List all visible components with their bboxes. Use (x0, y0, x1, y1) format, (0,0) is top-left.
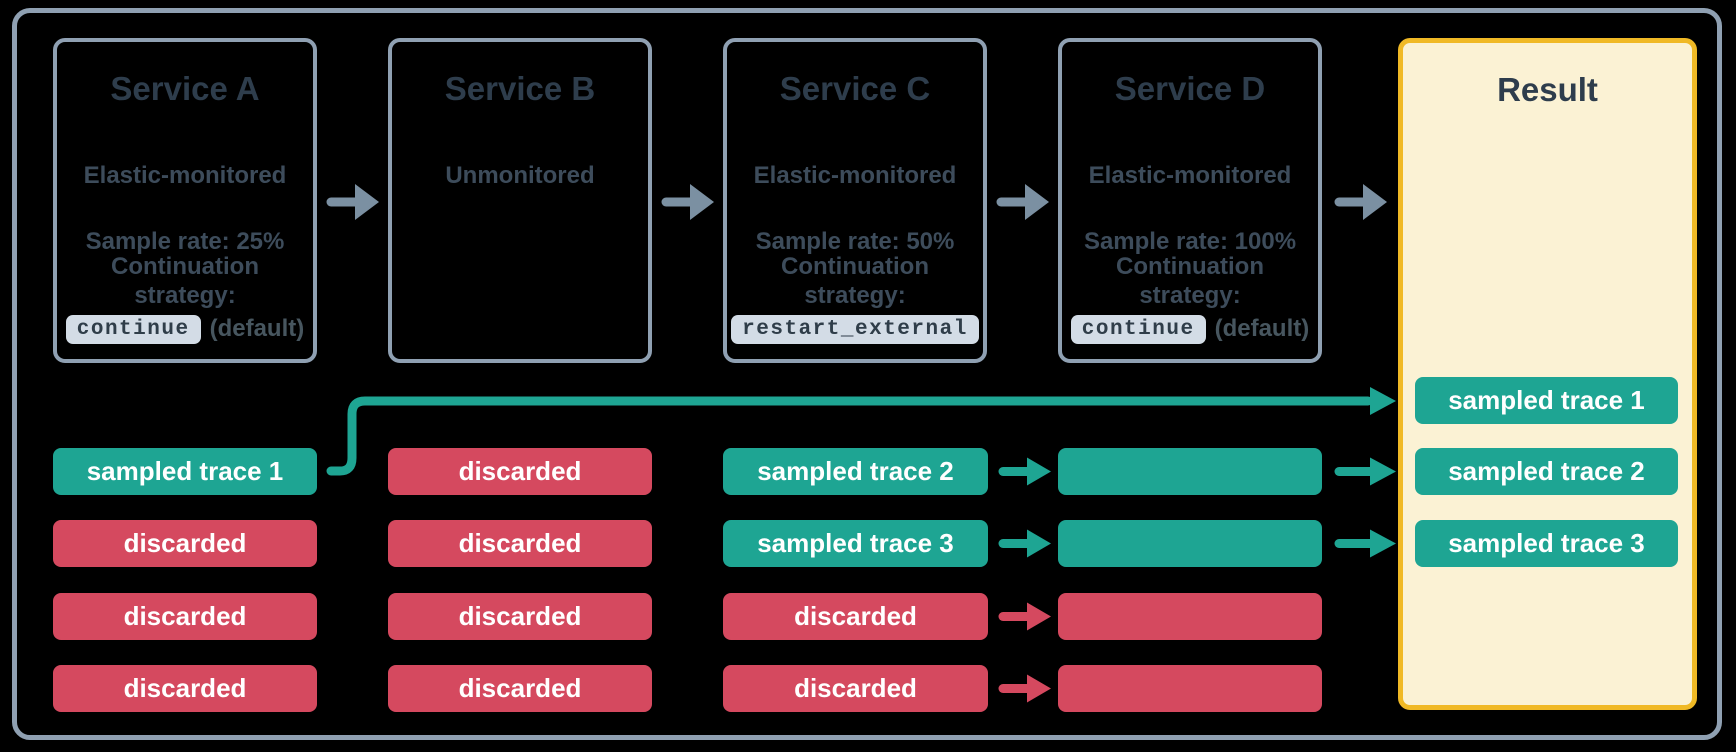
trace-badge-a-2: discarded (53, 520, 317, 567)
continuation-label-line1: Continuation (1116, 253, 1264, 280)
trace-badge-a-1: sampled trace 1 (53, 448, 317, 495)
service-a-sample-rate: Sample rate: 25% (85, 228, 285, 255)
trace-badge-b-1: discarded (388, 448, 652, 495)
service-a-subtitle: Elastic-monitored (83, 162, 287, 189)
trace-bar-d-1 (1058, 448, 1322, 495)
trace-bar-d-4 (1058, 665, 1322, 712)
trace-badge-b-2: discarded (388, 520, 652, 567)
trace-badge-b-3: discarded (388, 593, 652, 640)
service-d-strategy-code: continue (1070, 314, 1206, 344)
service-a-continuation-label: Continuation strategy: (57, 252, 313, 310)
continuation-label-line2: strategy: (1139, 282, 1241, 309)
result-title: Result (1497, 71, 1598, 108)
continuation-label-line1: Continuation (111, 253, 259, 280)
trace-badge-a-4: discarded (53, 665, 317, 712)
trace-badge-c-3: discarded (723, 593, 988, 640)
service-a-card: Service A Elastic-monitored Sample rate:… (53, 38, 317, 363)
result-badge-1: sampled trace 1 (1415, 377, 1678, 424)
service-c-title: Service C (779, 70, 931, 107)
service-c-strategy-code: restart_external (731, 314, 979, 344)
service-b-title: Service B (444, 70, 596, 107)
trace-badge-b-4: discarded (388, 665, 652, 712)
service-a-title: Service A (110, 70, 260, 107)
result-card: Result (1398, 38, 1697, 710)
service-a-strategy-code: continue (65, 314, 201, 344)
continuation-label-line1: Continuation (781, 253, 929, 280)
service-b-card: Service B Unmonitored (388, 38, 652, 363)
trace-badge-a-3: discarded (53, 593, 317, 640)
service-c-strategy-row: restart_external (727, 312, 983, 346)
service-d-card: Service D Elastic-monitored Sample rate:… (1058, 38, 1322, 363)
service-d-sample-rate: Sample rate: 100% (1083, 228, 1297, 255)
service-d-strategy-note: (default) (1214, 315, 1310, 342)
diagram-border (12, 8, 1722, 740)
service-a-strategy-row: continue (default) (57, 312, 313, 346)
service-c-continuation-label: Continuation strategy: (727, 252, 983, 310)
trace-badge-c-1: sampled trace 2 (723, 448, 988, 495)
service-c-subtitle: Elastic-monitored (753, 162, 957, 189)
result-badge-3: sampled trace 3 (1415, 520, 1678, 567)
service-c-sample-rate: Sample rate: 50% (755, 228, 955, 255)
trace-badge-c-4: discarded (723, 665, 988, 712)
service-d-continuation-label: Continuation strategy: (1062, 252, 1318, 310)
continuation-label-line2: strategy: (134, 282, 236, 309)
trace-badge-c-2: sampled trace 3 (723, 520, 988, 567)
service-a-strategy-note: (default) (209, 315, 305, 342)
service-b-subtitle: Unmonitored (445, 162, 595, 189)
result-badge-2: sampled trace 2 (1415, 448, 1678, 495)
service-d-title: Service D (1114, 70, 1266, 107)
service-c-card: Service C Elastic-monitored Sample rate:… (723, 38, 987, 363)
trace-bar-d-3 (1058, 593, 1322, 640)
service-d-strategy-row: continue (default) (1062, 312, 1318, 346)
continuation-label-line2: strategy: (804, 282, 906, 309)
trace-bar-d-2 (1058, 520, 1322, 567)
service-d-subtitle: Elastic-monitored (1088, 162, 1292, 189)
